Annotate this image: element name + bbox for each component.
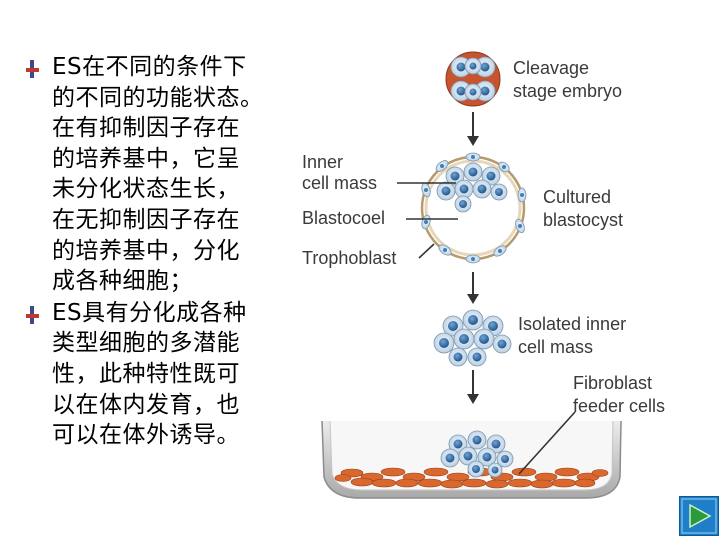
bullet-item: ES在不同的条件下 的不同的功能状态。 在有抑制因子存在 的培养基中，它呈 未分… (26, 52, 296, 297)
label-fibroblast-1: Fibroblast (573, 373, 652, 393)
arrow-2 (467, 272, 479, 304)
es-cell-colony (440, 430, 514, 478)
label-inner-1: Inner (302, 152, 343, 172)
bullet-text: ES在不同的条件下 的不同的功能状态。 在有抑制因子存在 的培养基中，它呈 未分… (52, 54, 264, 295)
bullet-text: ES具有分化成各种 类型细胞的多潜能 性，此种特性既可 以在体内发育，也 可以在… (52, 299, 247, 449)
culture-dish (321, 420, 622, 499)
isolated-inner-cell-mass (433, 309, 512, 367)
leader-line-feeder (518, 411, 576, 475)
arrow-1 (467, 112, 479, 146)
cleavage-embryo (445, 51, 501, 107)
label-inner-2: cell mass (302, 173, 377, 193)
label-blastocoel: Blastocoel (302, 208, 385, 228)
arrow-3 (467, 370, 479, 404)
label-fibroblast-2: feeder cells (573, 396, 665, 416)
label-cultured-2: blastocyst (543, 210, 623, 230)
next-slide-icon (681, 498, 717, 534)
label-trophoblast: Trophoblast (302, 248, 396, 268)
bullet-icon (26, 305, 39, 324)
next-slide-button[interactable] (679, 496, 719, 536)
bullet-item: ES具有分化成各种 类型细胞的多潜能 性，此种特性既可 以在体内发育，也 可以在… (26, 298, 296, 451)
leader-lines (397, 182, 458, 259)
bullet-icon (26, 60, 39, 78)
bullet-list: ES在不同的条件下 的不同的功能状态。 在有抑制因子存在 的培养基中，它呈 未分… (26, 52, 296, 451)
cultured-blastocyst (420, 152, 527, 264)
label-cleavage-2: stage embryo (513, 81, 622, 101)
label-cultured-1: Cultured (543, 187, 611, 207)
label-cleavage-1: Cleavage (513, 58, 589, 78)
label-isolated-1: Isolated inner (518, 314, 626, 334)
label-isolated-2: cell mass (518, 337, 593, 357)
